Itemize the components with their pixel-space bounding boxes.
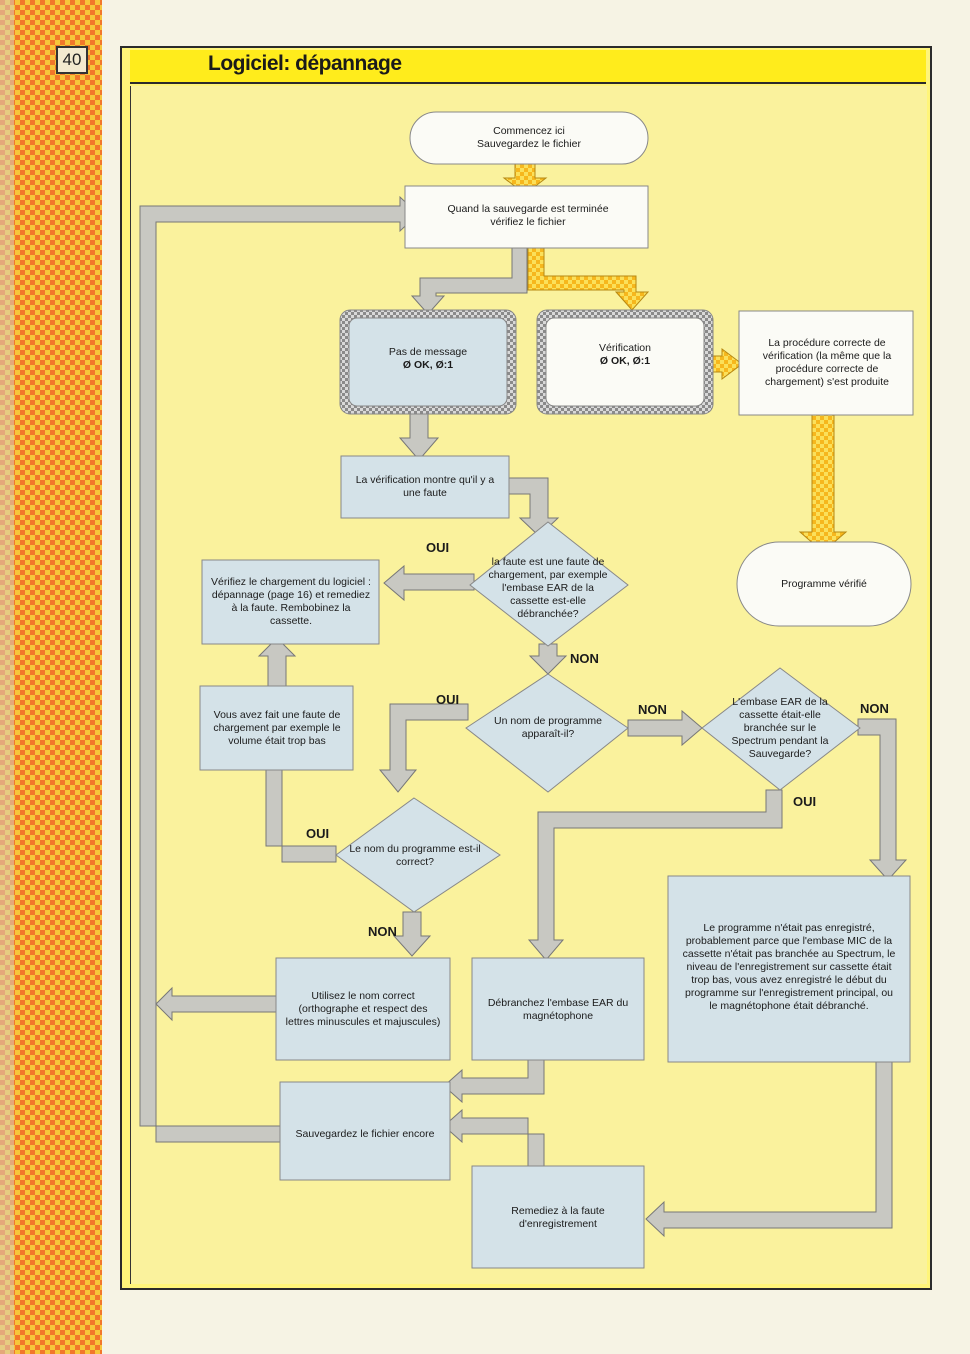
arrow-ear-non — [857, 718, 908, 881]
name-appears-question: Un nom de programme apparaît-il? — [494, 715, 602, 740]
yellow-connectors — [502, 163, 848, 553]
verification-line2: Ø OK, Ø:1 — [599, 355, 651, 367]
arrow-loaderr-up — [257, 637, 297, 687]
arrow-fix-to-save — [443, 1108, 545, 1169]
start-line1: Commencez ici — [493, 125, 565, 137]
label-non-load-fault: NON — [570, 651, 599, 666]
label-oui-name-appears: OUI — [436, 692, 460, 707]
label-oui-ear: OUI — [793, 794, 817, 809]
check-loading-box — [201, 559, 380, 645]
no-message-line1: Pas de message — [388, 346, 468, 358]
start-terminal — [409, 111, 649, 165]
label-oui-load-fault: OUI — [426, 540, 450, 555]
arrow-verification-to-correct — [711, 348, 743, 380]
book-spine-pattern — [0, 0, 102, 1354]
unplug-ear-box — [471, 957, 645, 1061]
label-non-ear: NON — [860, 701, 889, 716]
loading-error-box — [199, 685, 354, 771]
arrow-verify-to-nomessage — [410, 247, 528, 315]
label-non-name-appears: NON — [638, 702, 667, 717]
fault-shown-box — [340, 455, 510, 519]
grey-connectors — [139, 195, 908, 1238]
save-again-text: Sauvegardez le fichier encore — [295, 1127, 435, 1140]
arrow-nomessage-down — [398, 409, 440, 461]
diamond-name-appears — [465, 673, 629, 793]
start-text: Commencez ici Sauvegardez le fichier — [412, 118, 646, 158]
save-again-box — [279, 1081, 451, 1181]
loading-error-text: Vous avez fait une faute de chargement p… — [213, 708, 341, 747]
arrow-notrec-to-fix — [645, 1059, 893, 1238]
title-bar — [130, 50, 926, 84]
correct-procedure-text: La procédure correcte de vérification (l… — [762, 337, 892, 388]
program-verified-text: Programme vérifié — [781, 577, 867, 590]
load-fault-question: la faute est une faute de chargement, pa… — [488, 555, 608, 620]
verify-text: Quand la sauvegarde est terminée vérifie… — [447, 203, 609, 228]
boxes — [199, 111, 914, 1269]
page-title: Logiciel: dépannage — [208, 52, 402, 75]
arrow-nameappears-oui — [378, 703, 469, 793]
verification-screen — [545, 317, 705, 407]
no-message-line2: Ø OK, Ø:1 — [402, 359, 454, 371]
ear-connected-question: L'embase EAR de la cassette était-elle b… — [731, 695, 829, 760]
arrow-correct-to-verified — [798, 413, 848, 553]
arrow-verify-to-verification — [527, 247, 650, 311]
no-message-text: Pas de message Ø OK, Ø:1 — [352, 334, 504, 384]
arrow-fault-to-diamond1 — [507, 477, 560, 537]
diamond-name-correct — [335, 797, 501, 913]
arrow-diamond1-non — [528, 643, 568, 675]
fix-recording-box — [471, 1165, 645, 1269]
name-correct-question: Le nom du programme est-il correct? — [349, 843, 481, 868]
not-recorded-text: Le programme n'était pas enregistré, pro… — [682, 921, 896, 1012]
not-recorded-box — [667, 875, 911, 1063]
page-number: 40 — [56, 46, 88, 74]
use-correct-name-box — [275, 957, 451, 1061]
diamond-load-fault — [469, 521, 629, 647]
book-spine-edge — [0, 0, 14, 1354]
fault-shown-text: La vérification montre qu'il y a une fau… — [355, 474, 495, 499]
arrow-unplug-to-save — [443, 1059, 545, 1104]
unplug-ear-text: Débranchez l'embase EAR du magnétophone — [487, 997, 629, 1022]
fix-recording-text: Remediez à la faute d'enregistrement — [511, 1205, 605, 1230]
verification-line1: Vérification — [599, 342, 651, 354]
arrow-diamond1-oui — [383, 564, 475, 602]
label-non-name-correct: NON — [368, 924, 397, 939]
program-verified-terminal — [736, 541, 912, 627]
diamond-ear-connected — [701, 667, 861, 791]
correct-procedure-box — [738, 310, 914, 416]
arrow-usename-left — [155, 986, 277, 1022]
no-message-screen — [348, 317, 508, 407]
verify-box — [404, 185, 649, 249]
arrow-ear-oui — [527, 789, 783, 961]
use-correct-name-text: Utilisez le nom correct (orthographe et … — [285, 989, 441, 1028]
verification-text: Vérification Ø OK, Ø:1 — [548, 330, 702, 380]
start-line2: Sauvegardez le fichier — [477, 138, 581, 150]
check-loading-text: Vérifiez le chargement du logiciel : dép… — [211, 576, 371, 627]
label-oui-name-correct: OUI — [306, 826, 330, 841]
arrow-nameappears-non — [627, 709, 703, 747]
arrow-namecorrect-non — [392, 911, 432, 957]
